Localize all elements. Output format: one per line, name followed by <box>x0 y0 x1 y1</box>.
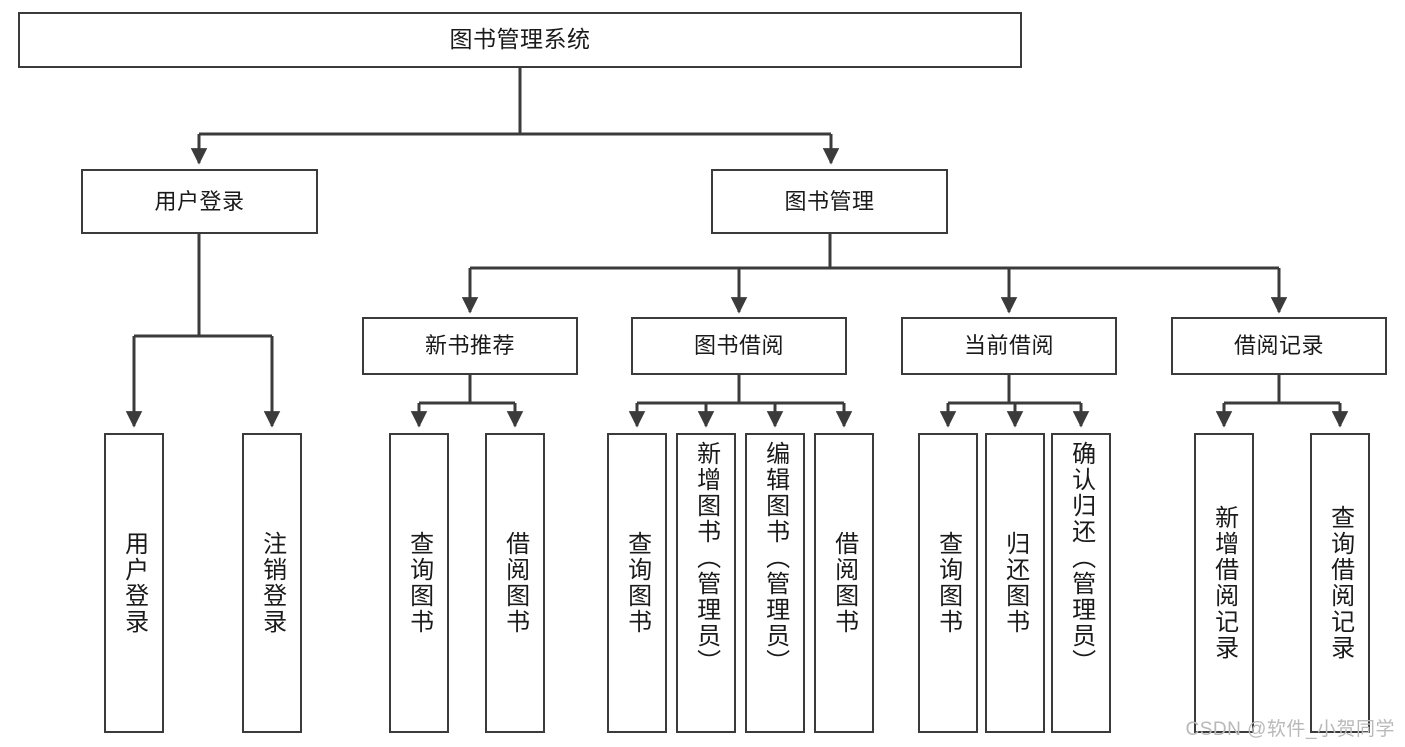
node-leaf-edit-book-admin[interactable]: 编辑图书（管理员） <box>745 433 805 733</box>
node-label: 借阅图书 <box>830 531 858 635</box>
node-current-borrow[interactable]: 当前借阅 <box>901 317 1117 375</box>
node-user-login[interactable]: 用户登录 <box>81 169 318 234</box>
node-label: 新增图书（管理员） <box>692 441 720 675</box>
node-label: 归还图书 <box>1001 531 1029 635</box>
node-label: 图书借阅 <box>693 333 784 359</box>
node-leaf-query-book-recommend[interactable]: 查询图书 <box>389 433 449 733</box>
node-leaf-confirm-return-admin[interactable]: 确认归还（管理员） <box>1051 433 1111 733</box>
node-root-book-management-system[interactable]: 图书管理系统 <box>18 12 1022 68</box>
node-leaf-query-borrow-record[interactable]: 查询借阅记录 <box>1310 433 1370 733</box>
node-label: 用户登录 <box>154 188 245 214</box>
node-label: 新书推荐 <box>424 333 515 359</box>
node-book-borrow[interactable]: 图书借阅 <box>631 317 847 375</box>
node-leaf-borrow-book-recommend[interactable]: 借阅图书 <box>485 433 545 733</box>
node-label: 图书管理系统 <box>449 26 591 53</box>
node-label: 确认归还（管理员） <box>1067 441 1095 675</box>
node-label: 图书管理 <box>784 188 875 214</box>
node-borrow-record[interactable]: 借阅记录 <box>1171 317 1387 375</box>
node-leaf-add-book-admin[interactable]: 新增图书（管理员） <box>676 433 736 733</box>
node-label: 注销登录 <box>258 531 286 635</box>
node-leaf-user-login[interactable]: 用户登录 <box>104 433 164 733</box>
node-new-book-recommend[interactable]: 新书推荐 <box>362 317 578 375</box>
node-leaf-query-book-borrow[interactable]: 查询图书 <box>607 433 667 733</box>
node-label: 查询图书 <box>405 531 433 635</box>
node-leaf-query-book-current[interactable]: 查询图书 <box>918 433 978 733</box>
node-label: 当前借阅 <box>963 333 1054 359</box>
node-label: 编辑图书（管理员） <box>761 441 789 675</box>
node-label: 借阅记录 <box>1233 333 1324 359</box>
watermark-text: CSDN @软件_小贺同学 <box>1185 719 1395 740</box>
node-leaf-borrow-book[interactable]: 借阅图书 <box>814 433 874 733</box>
node-label: 新增借阅记录 <box>1210 505 1238 661</box>
node-label: 借阅图书 <box>501 531 529 635</box>
node-label: 用户登录 <box>120 531 148 635</box>
node-book-management[interactable]: 图书管理 <box>711 169 948 234</box>
node-leaf-return-book[interactable]: 归还图书 <box>985 433 1045 733</box>
node-label: 查询图书 <box>623 531 651 635</box>
node-label: 查询图书 <box>934 531 962 635</box>
node-label: 查询借阅记录 <box>1326 505 1354 661</box>
node-leaf-logout[interactable]: 注销登录 <box>242 433 302 733</box>
node-leaf-add-borrow-record[interactable]: 新增借阅记录 <box>1194 433 1254 733</box>
